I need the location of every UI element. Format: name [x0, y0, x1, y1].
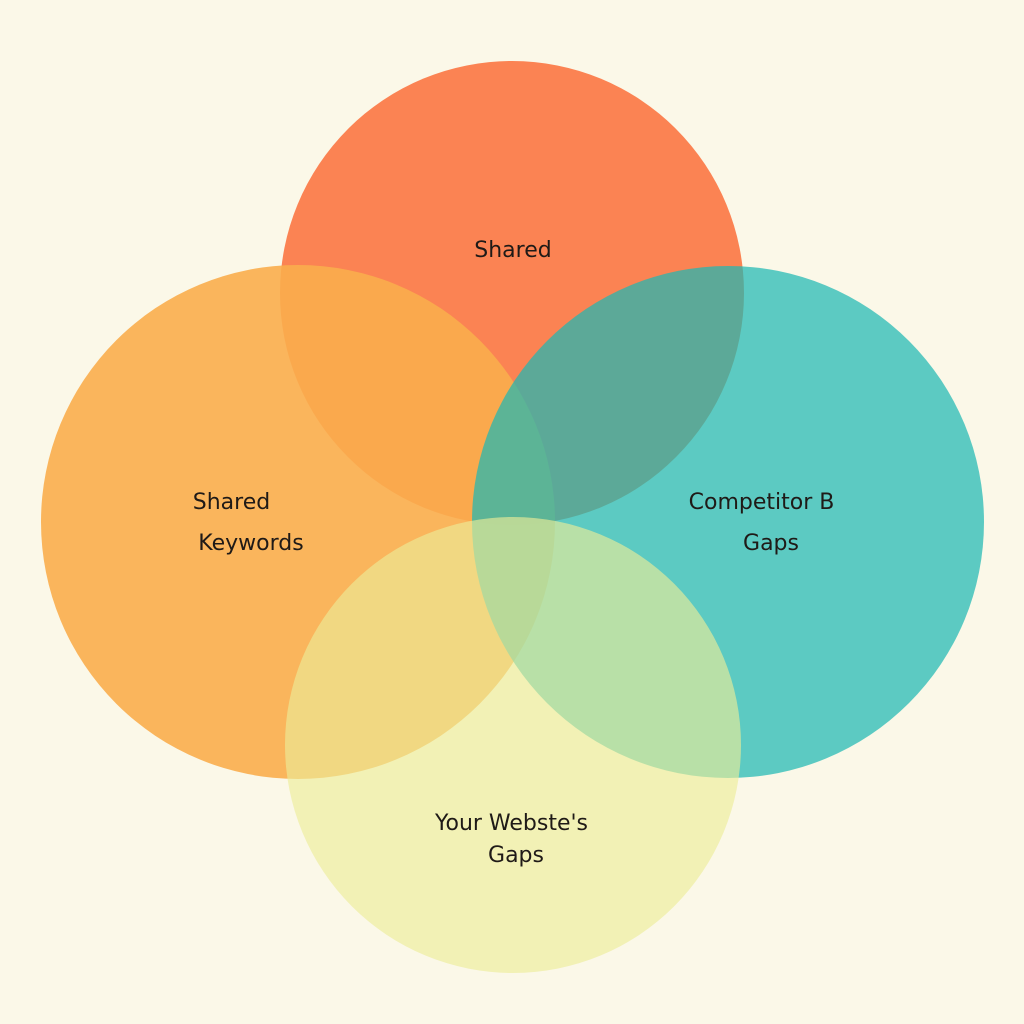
circle-bottom — [285, 517, 741, 973]
label-left-line-2: Keywords — [198, 531, 303, 556]
label-top-line-1: Shared — [474, 238, 551, 263]
label-right-line-2: Gaps — [743, 531, 799, 556]
label-bottom-line-1: Your Webste's — [434, 811, 588, 836]
label-left-line-1: Shared — [193, 490, 270, 515]
label-right: Competitor B Gaps — [689, 490, 842, 556]
label-bottom: Your Webste's Gaps — [434, 811, 595, 868]
label-bottom-line-2: Gaps — [488, 843, 544, 868]
label-right-line-1: Competitor B — [689, 490, 835, 515]
label-top: Shared — [474, 238, 551, 263]
label-left: Shared Keywords — [193, 490, 304, 556]
